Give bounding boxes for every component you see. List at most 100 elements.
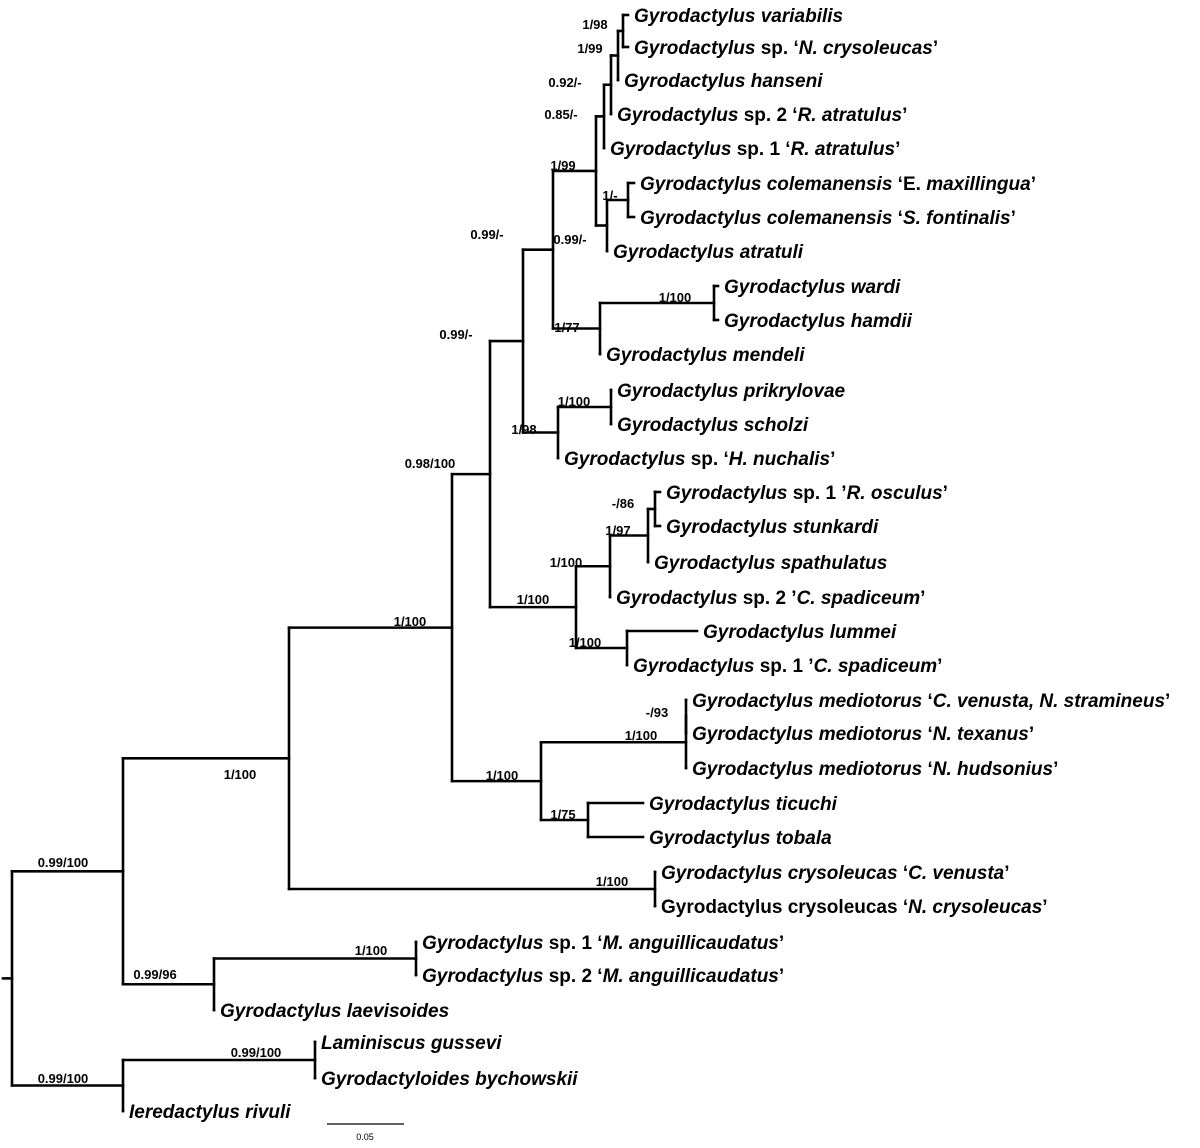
support-value: 0.99/100 [231, 1045, 282, 1060]
taxon-label: Gyrodactylus mediotorus ‘N. hudsonius’ [692, 759, 1058, 780]
scale-bar: 0.05 [327, 1123, 404, 1142]
taxon-label: Gyrodactylus mediotorus ‘N. texanus’ [692, 724, 1034, 745]
taxon-label-part: Gyrodactylus [616, 588, 737, 609]
taxon-label-part: ’ [1011, 208, 1016, 229]
support-value: 1/100 [569, 635, 602, 650]
support-value: 1/100 [550, 555, 583, 570]
taxon-label-part: ’ [779, 933, 784, 954]
taxon-label-part: N. crysoleucas [799, 38, 933, 59]
taxon-label-part: Gyrodactylus prikrylovae [617, 381, 846, 402]
support-value: 1/- [602, 188, 617, 203]
taxon-label: Gyrodactylus mediotorus ‘C. venusta, N. … [692, 691, 1170, 712]
support-value: 1/100 [596, 874, 629, 889]
taxon-label-part: Gyrodactylus wardi [724, 277, 901, 298]
taxon-label-part: ’ [902, 105, 907, 126]
support-value: 1/100 [486, 768, 519, 783]
taxon-label-part: C. spadiceum [814, 656, 938, 677]
taxon-label-part: Gyrodactylus spathulatus [654, 553, 887, 574]
taxon-label-part: R. osculus [847, 483, 943, 504]
taxon-label-part: ‘ [898, 897, 909, 918]
taxon-label: Laminiscus gussevi [321, 1033, 502, 1054]
support-value: 1/75 [550, 807, 575, 822]
taxon-label-part: ‘ [922, 759, 933, 780]
support-value: 0.99/- [470, 227, 503, 242]
support-value: 1/100 [625, 728, 658, 743]
support-value: 1/100 [558, 394, 591, 409]
taxon-label-part: ’ [1029, 724, 1034, 745]
support-value: 1/100 [355, 943, 388, 958]
support-value: 1/100 [394, 614, 427, 629]
taxon-label-part: Gyrodactylus hanseni [624, 71, 823, 92]
support-value: 1/100 [517, 592, 550, 607]
taxon-label-part: Gyrodactyloides bychowskii [321, 1069, 578, 1090]
taxon-label: Gyrodactylus sp. 1 ‘R. atratulus’ [610, 139, 900, 160]
taxon-label: Ieredactylus rivuli [129, 1102, 291, 1123]
taxon-label: Gyrodactylus spathulatus [654, 553, 887, 574]
taxon-label-part: Gyrodactylus scholzi [617, 415, 809, 436]
taxon-label-part: Gyrodactylus mediotorus [692, 759, 922, 780]
support-value: 1/100 [224, 767, 257, 782]
taxon-label: Gyrodactylus stunkardi [666, 517, 879, 538]
taxon-label-part: Gyrodactylus hamdii [724, 311, 913, 332]
taxon-label-part: M. anguillicaudatus [603, 933, 779, 954]
taxon-label-part: ’ [920, 588, 925, 609]
taxon-label: Gyrodactylus prikrylovae [617, 381, 846, 402]
taxon-label-part: Gyrodactylus stunkardi [666, 517, 879, 538]
taxon-label: Gyrodactylus laevisoides [220, 1001, 449, 1022]
taxon-label-part: R. atratulus [798, 105, 903, 126]
taxon-label: Gyrodactylus crysoleucas ‘C. venusta’ [661, 863, 1010, 884]
taxon-label-part: sp. 1 ‘ [543, 933, 602, 954]
taxon-label-part: ’ [937, 656, 942, 677]
taxon-label-part: Gyrodactylus lummei [703, 622, 897, 643]
support-value: 0.85/- [544, 107, 577, 122]
support-value: 1/77 [554, 320, 579, 335]
taxon-label-part: Gyrodactylus atratuli [613, 242, 804, 263]
taxon-label-part: N. crysoleucas [908, 897, 1042, 918]
taxon-label-part: Gyrodactylus [617, 105, 738, 126]
taxon-label-part: Gyrodactylus ticuchi [649, 794, 838, 815]
taxon-label-part: N. texanus [933, 724, 1029, 745]
taxon-label-part: Gyrodactylus mediotorus [692, 691, 922, 712]
taxon-label-part: Gyrodactylus mendeli [606, 345, 805, 366]
taxon-label-part: Gyrodactylus colemanensis [640, 174, 892, 195]
taxon-label: Gyrodactylus mendeli [606, 345, 805, 366]
support-value: 0.99/- [439, 327, 472, 342]
taxon-label-part: Laminiscus gussevi [321, 1033, 502, 1054]
taxon-label-part: Gyrodactylus variabilis [634, 6, 843, 27]
taxon-label-part: Gyrodactylus [666, 483, 787, 504]
taxon-label-part: sp. 1 ’ [754, 656, 813, 677]
taxon-label: Gyrodactylus sp. 1 ’C. spadiceum’ [633, 656, 942, 677]
taxon-label-part: Gyrodactylus [634, 38, 755, 59]
taxon-label-part: ’ [1031, 174, 1036, 195]
taxon-label-part: Ieredactylus rivuli [129, 1102, 291, 1123]
taxon-label-part: Gyrodactylus [564, 449, 685, 470]
taxon-label-part: C. spadiceum [797, 588, 921, 609]
taxon-label: Gyrodactylus colemanensis ‘S. fontinalis… [640, 208, 1016, 229]
taxon-label-part: sp. ‘ [755, 38, 798, 59]
taxon-label: Gyrodactylus scholzi [617, 415, 809, 436]
taxon-label: Gyrodactylus sp. 2 ‘M. anguillicaudatus’ [422, 966, 784, 987]
taxon-label-part: S. fontinalis [903, 208, 1011, 229]
taxon-label: Gyrodactylus sp. 1 ‘M. anguillicaudatus’ [422, 933, 784, 954]
taxon-label-part: maxillingua [926, 174, 1031, 195]
taxon-label-part: ‘E. [892, 174, 926, 195]
taxon-label-part: ‘ [922, 724, 933, 745]
taxon-label-part: Gyrodactylus laevisoides [220, 1001, 449, 1022]
taxon-label-part: R. atratulus [791, 139, 896, 160]
support-value: -/86 [612, 496, 634, 511]
taxon-label-part: Gyrodactylus [422, 933, 543, 954]
support-values: 1/981/990.92/-0.85/-1/-0.99/-1/991/1001/… [38, 17, 692, 1086]
support-value: 0.99/100 [38, 1071, 89, 1086]
support-value: 0.99/100 [38, 855, 89, 870]
support-value: 0.92/- [548, 75, 581, 90]
taxon-label-part: Gyrodactylus crysoleucas [661, 897, 898, 918]
taxon-label-part: ‘ [922, 691, 933, 712]
taxon-label-part: Gyrodactylus [422, 966, 543, 987]
taxon-label-part: Gyrodactylus tobala [649, 828, 832, 849]
support-value: 1/100 [659, 290, 692, 305]
taxon-label-part: ’ [779, 966, 784, 987]
taxon-label: Gyrodactylus wardi [724, 277, 901, 298]
taxon-label-part: Gyrodactylus crysoleucas [661, 863, 898, 884]
taxon-label-part: ’ [1053, 759, 1058, 780]
support-value: 1/99 [550, 158, 575, 173]
